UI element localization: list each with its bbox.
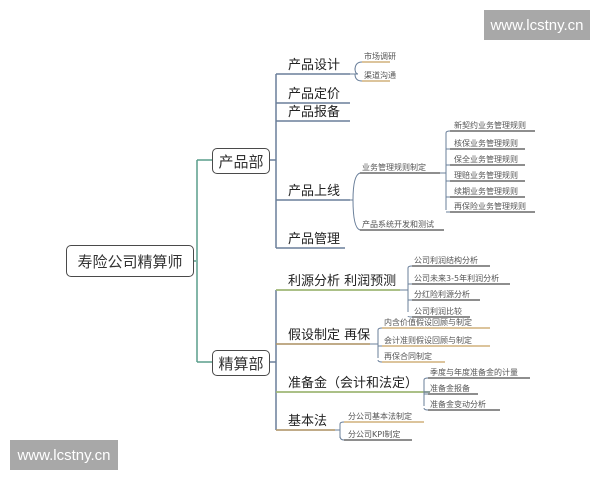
node-rule-making: 业务管理规则制定 — [362, 163, 426, 172]
node-basic-law: 基本法 — [288, 414, 328, 429]
leaf-profit-comparison: 公司利润比较 — [414, 307, 462, 316]
leaf-ev-assumption: 内含价值假设回顾与制定 — [384, 318, 472, 327]
node-reserves: 准备金（会计和法定） — [288, 376, 419, 391]
leaf-rule-reinsurance: 再保险业务管理规则 — [454, 202, 526, 211]
leaf-rule-renewal: 续期业务管理规则 — [454, 187, 518, 196]
node-profit-analysis: 利源分析 利润预测 — [288, 274, 397, 289]
dept-node-actuarial: 精算部 — [212, 350, 270, 376]
dept-node-product: 产品部 — [212, 148, 270, 174]
leaf-rule-claims: 理赔业务管理规则 — [454, 171, 518, 180]
node-assumption-reinsurance: 假设制定 再保 — [288, 328, 371, 343]
node-product-launch: 产品上线 — [288, 184, 341, 199]
leaf-branch-kpi: 分公司KPI制定 — [348, 430, 401, 439]
leaf-profit-structure: 公司利润结构分析 — [414, 256, 478, 265]
leaf-rule-policy-service: 保全业务管理规则 — [454, 155, 518, 164]
node-product-pricing: 产品定价 — [288, 87, 341, 102]
leaf-rule-new-business: 新契约业务管理规则 — [454, 121, 526, 130]
leaf-branch-basic-law: 分公司基本法制定 — [348, 412, 412, 421]
watermark-bottom: www.lcstny.cn — [10, 440, 118, 470]
leaf-reinsurance-contract: 再保合同制定 — [384, 352, 432, 361]
leaf-gaap-assumption: 会计准则假设回顾与制定 — [384, 336, 472, 345]
leaf-reserve-measurement: 季度与年度准备金的计量 — [430, 368, 518, 377]
leaf-reserve-change: 准备金变动分析 — [430, 400, 486, 409]
root-node: 寿险公司精算师 — [66, 245, 194, 277]
leaf-future-profit: 公司未来3-5年利润分析 — [414, 274, 500, 283]
node-product-management: 产品管理 — [288, 232, 341, 247]
watermark-top: www.lcstny.cn — [484, 10, 590, 40]
node-system-dev-test: 产品系统开发和测试 — [362, 220, 434, 229]
leaf-market-research: 市场调研 — [364, 52, 396, 61]
leaf-rule-underwriting: 核保业务管理规则 — [454, 139, 518, 148]
leaf-participating-profit: 分红险利源分析 — [414, 290, 470, 299]
leaf-reserve-filing: 准备金报备 — [430, 384, 470, 393]
node-product-filing: 产品报备 — [288, 105, 341, 120]
node-product-design: 产品设计 — [288, 58, 341, 73]
leaf-channel-communication: 渠道沟通 — [364, 71, 396, 80]
